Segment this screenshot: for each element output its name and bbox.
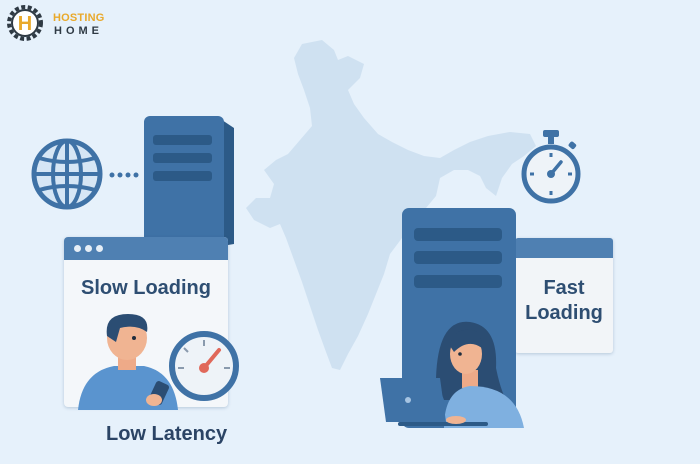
brand-name-hosting: HOSTING [53, 12, 105, 24]
speedometer-icon [169, 331, 239, 401]
window-dot [96, 245, 103, 252]
window-dot [74, 245, 81, 252]
window-dot [85, 245, 92, 252]
person-with-phone [78, 314, 178, 410]
india-map [246, 40, 536, 370]
brand-name-home: HOME [54, 25, 103, 37]
server-icon-left [144, 116, 234, 246]
window-title-bar [515, 238, 613, 258]
window-title-bar [64, 237, 228, 260]
slow-loading-label: Slow Loading [81, 277, 211, 299]
brand-logo[interactable]: H HOSTING HOME [6, 5, 116, 41]
fast-loading-label: Fast Loading [515, 276, 613, 326]
svg-text:H: H [18, 13, 32, 35]
globe-icon [31, 138, 103, 210]
person-with-laptop [380, 321, 524, 428]
fast-label-line2: Loading [525, 302, 603, 324]
fast-loading-window: Fast Loading [515, 238, 613, 353]
connection-dots [109, 172, 139, 178]
fast-label-line1: Fast [543, 277, 585, 299]
stopwatch-icon [521, 130, 581, 204]
low-latency-caption: Low Latency [106, 423, 228, 445]
logo-gear-icon: H [7, 5, 43, 41]
